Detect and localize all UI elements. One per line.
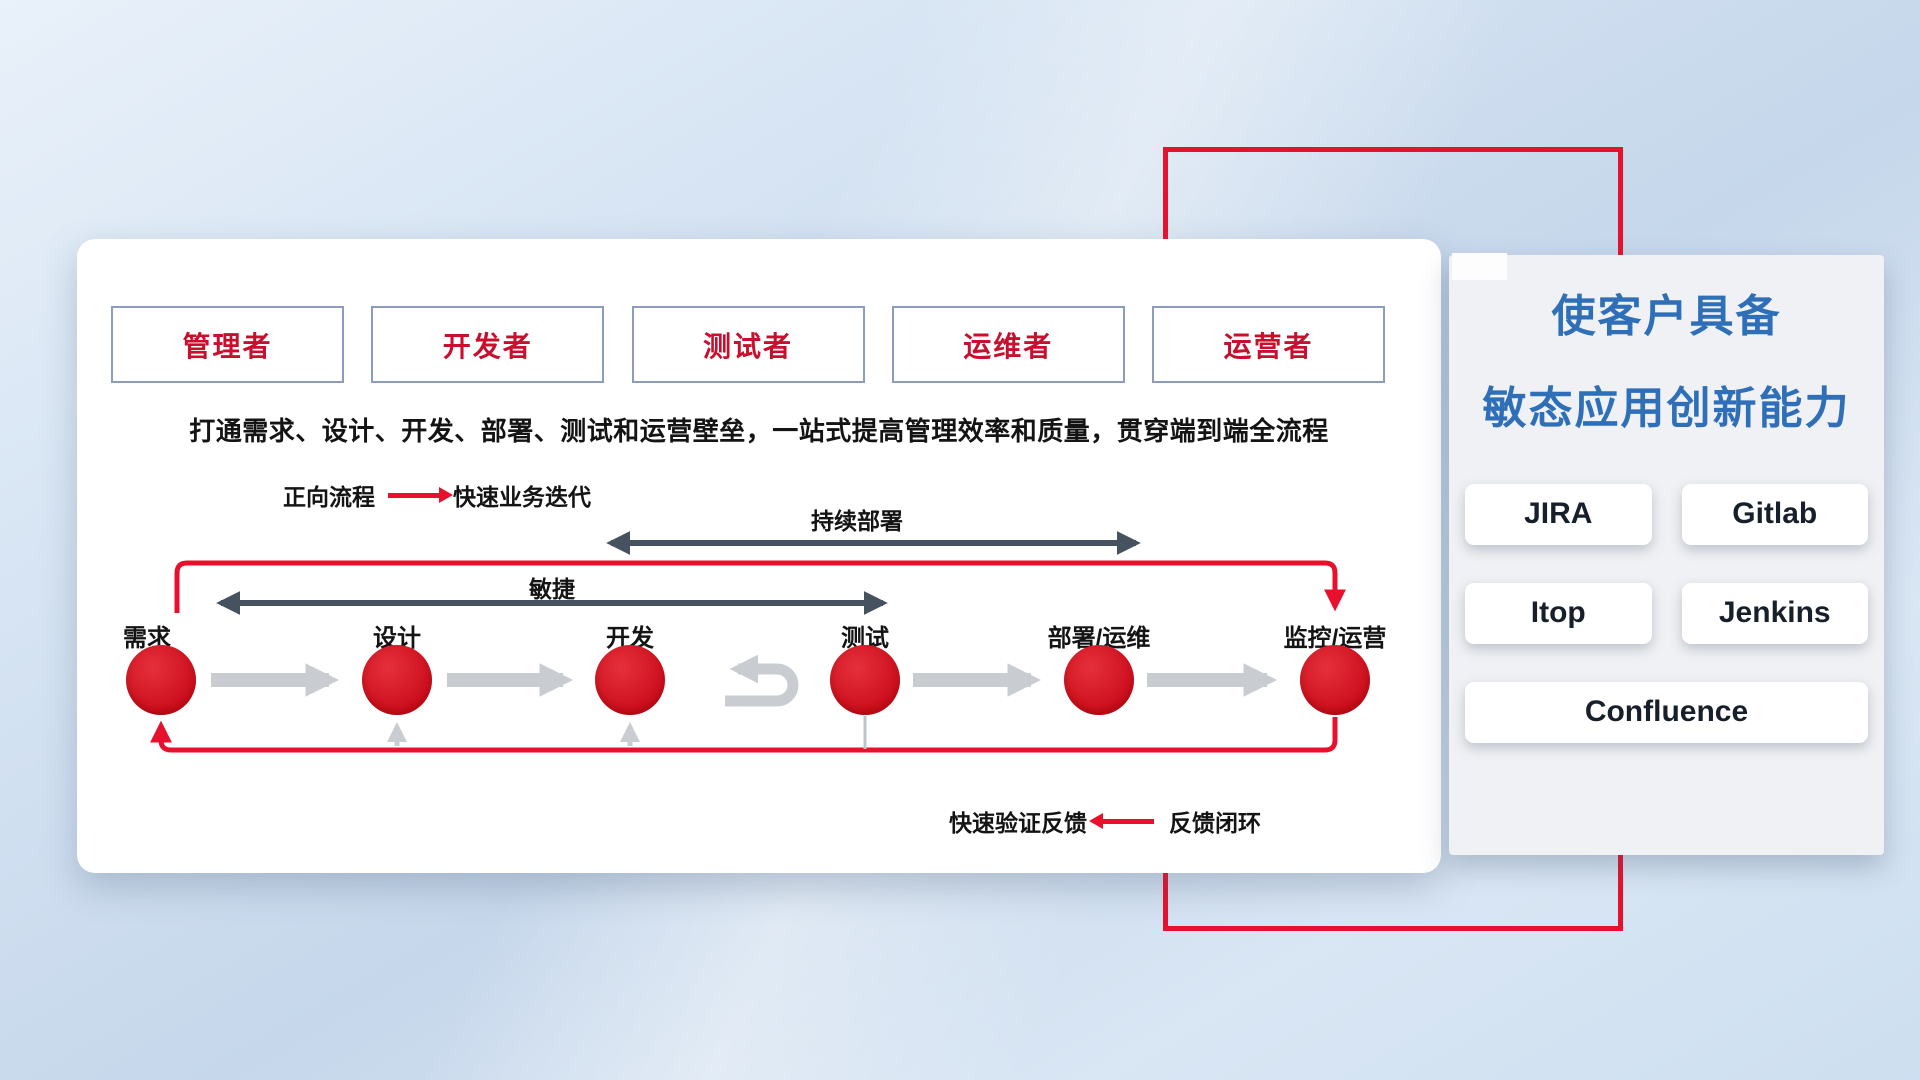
- feedback-flow-line: [149, 717, 1338, 753]
- panel-corner-decoration: [1452, 253, 1507, 280]
- panel-title-line2: 敏态应用创新能力: [1482, 384, 1851, 434]
- agile-label: 敏捷: [529, 576, 575, 602]
- role-box-ops: 运维者: [891, 306, 1125, 383]
- forward-flow-line: [174, 560, 1347, 613]
- tool-chip-jenkins: Jenkins: [1681, 582, 1868, 644]
- role-label: 测试者: [702, 330, 793, 362]
- role-boxes-row: 管理者 开发者 测试者 运维者 运营者: [111, 306, 1385, 383]
- role-label: 开发者: [442, 330, 533, 362]
- tool-chip-confluence: Confluence: [1465, 681, 1868, 743]
- role-label: 运营者: [1223, 330, 1314, 362]
- panel-title-line1: 使客户具备: [1551, 292, 1782, 341]
- continuous-deploy-label: 持续部署: [811, 508, 903, 534]
- stage-node-requirements: [126, 645, 196, 715]
- tool-buttons-grid: JIRA Gitlab Itop Jenkins Confluence: [1449, 483, 1884, 743]
- tool-chip-itop: Itop: [1465, 582, 1652, 644]
- stage-node-design: [362, 645, 432, 715]
- feedback-label: 反馈闭环: [1169, 810, 1261, 836]
- role-box-operator: 运营者: [1152, 306, 1385, 383]
- capability-panel: 使客户具备 敏态应用创新能力 JIRA Gitlab Itop Jenkins …: [1449, 253, 1884, 855]
- role-label: 管理者: [182, 330, 273, 362]
- tool-chip-jira: JIRA: [1465, 483, 1652, 545]
- role-box-developer: 开发者: [371, 306, 605, 383]
- forward-arrow-icon: [388, 486, 453, 503]
- stage-node-monitor-operate: [1300, 645, 1370, 715]
- flow-diagram-canvas: [149, 531, 1347, 753]
- stage-node-deploy-ops: [1064, 645, 1134, 715]
- card-subtitle: 打通需求、设计、开发、部署、测试和运营壁垒，一站式提高管理效率和质量，贯穿端到端…: [189, 416, 1329, 446]
- dev-test-loop-icon: [725, 654, 799, 707]
- stage-node-development: [595, 645, 665, 715]
- legend-feedback: 快速验证反馈 反馈闭环: [949, 804, 1261, 838]
- stage-node-test: [830, 645, 900, 715]
- legend-forward: 正向流程 快速业务迭代: [283, 478, 591, 512]
- role-box-manager: 管理者: [111, 306, 344, 383]
- role-box-tester: 测试者: [631, 306, 865, 383]
- devops-flow-card: 管理者 开发者 测试者 运维者 运营者 打通需求、设计、开发、部署、测试和运营壁…: [77, 239, 1441, 873]
- role-label: 运维者: [963, 330, 1054, 362]
- forward-flow-desc: 快速业务迭代: [453, 484, 591, 510]
- forward-flow-label: 正向流程: [283, 484, 375, 510]
- feedback-arrow-icon: [1089, 812, 1154, 829]
- tool-chip-gitlab: Gitlab: [1681, 483, 1868, 545]
- panel-title: 使客户具备 敏态应用创新能力: [1449, 255, 1884, 456]
- feedback-desc: 快速验证反馈: [949, 810, 1087, 836]
